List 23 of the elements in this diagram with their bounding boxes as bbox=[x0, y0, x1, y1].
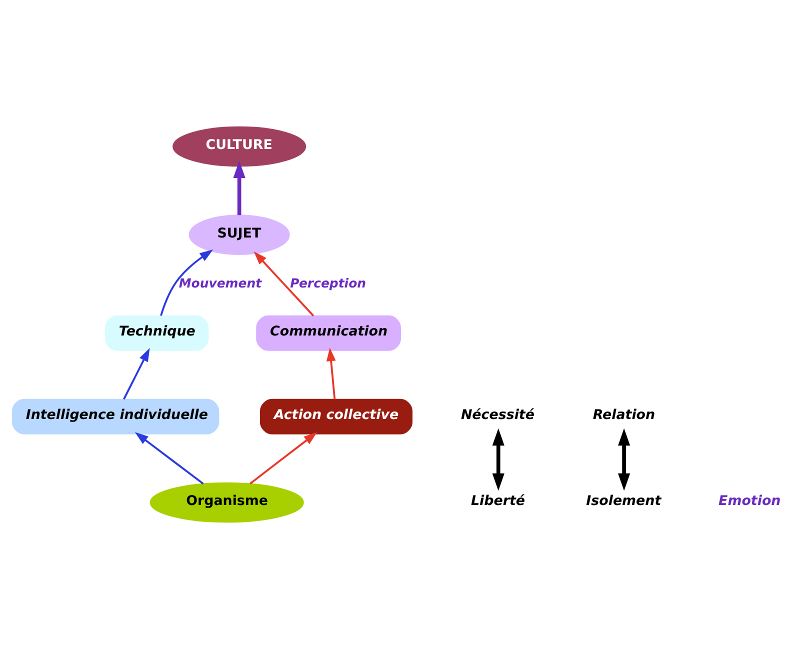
arrow bbox=[326, 348, 336, 400]
node-ellipse: SUJET bbox=[188, 214, 290, 255]
node-box: Action collective bbox=[260, 398, 412, 434]
arrow bbox=[233, 160, 246, 216]
node-text: Liberté bbox=[471, 494, 526, 510]
node-ellipse: Organisme bbox=[150, 482, 304, 523]
arrow bbox=[618, 428, 630, 491]
arrow bbox=[254, 251, 314, 316]
node-text: Isolement bbox=[586, 494, 662, 510]
arrow bbox=[160, 250, 214, 316]
node-box: Communication bbox=[256, 315, 401, 351]
node-ellipse: CULTURE bbox=[172, 126, 306, 167]
node-box: Technique bbox=[105, 315, 209, 351]
node-text: Relation bbox=[592, 408, 656, 424]
label: Emotion bbox=[718, 494, 781, 510]
arrow bbox=[123, 348, 150, 400]
arrow bbox=[249, 432, 318, 484]
node-text: Nécessité bbox=[460, 408, 534, 424]
edge-label: Mouvement bbox=[178, 275, 262, 290]
node-box: Intelligence individuelle bbox=[12, 398, 220, 434]
arrow bbox=[134, 432, 204, 484]
edge-label: Perception bbox=[290, 275, 366, 290]
arrow bbox=[492, 428, 504, 491]
